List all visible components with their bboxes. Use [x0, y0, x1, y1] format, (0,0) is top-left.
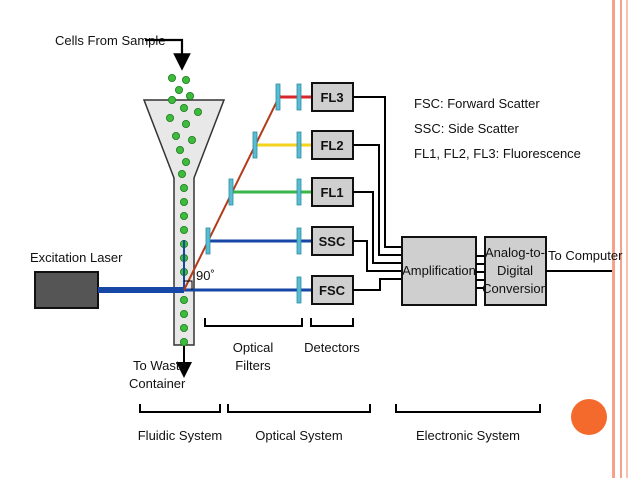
system-brackets — [139, 404, 541, 413]
to-waste-label-1: To Waste — [133, 358, 187, 373]
funnel — [142, 99, 226, 346]
amp-to-adc-wires — [476, 255, 485, 289]
legend-fl: FL1, FL2, FL3: Fluorescence — [414, 146, 581, 161]
detector-fl3: FL3 — [311, 82, 354, 112]
cells-from-sample-label: Cells From Sample — [55, 33, 166, 48]
legend-fsc: FSC: Forward Scatter — [414, 96, 540, 111]
to-waste-label-2: Container — [129, 376, 186, 391]
detector-ssc: SSC — [311, 226, 354, 256]
detectors-label: Detectors — [304, 340, 360, 355]
detector-fsc: FSC — [311, 275, 354, 305]
legend: FSC: Forward Scatter SSC: Side Scatter F… — [414, 96, 581, 161]
amplification-label: Amplification — [402, 263, 476, 278]
slide-border — [612, 0, 628, 478]
dichroic-mirrors — [205, 83, 281, 255]
adc-box: Analog-to- Digital Conversion — [482, 236, 548, 306]
detector-fl2: FL2 — [311, 130, 354, 160]
optical-filters-label-1: Optical — [233, 340, 274, 355]
right-angle-mark — [184, 280, 193, 290]
optical-system-label: Optical System — [255, 428, 342, 443]
detector-ssc-label: SSC — [319, 234, 346, 249]
angle-label: 90˚ — [196, 268, 215, 283]
optical-filters-label-2: Filters — [235, 358, 271, 373]
detector-fl3-label: FL3 — [320, 90, 343, 105]
excitation-laser-label: Excitation Laser — [30, 250, 123, 265]
electronic-system-label: Electronic System — [416, 428, 520, 443]
detector-fsc-label: FSC — [319, 283, 346, 298]
cells-in-stream — [179, 183, 188, 346]
to-computer-label: To Computer — [548, 248, 623, 263]
fluidic-system-label: Fluidic System — [138, 428, 223, 443]
adc-label-1: Analog-to- — [485, 245, 545, 260]
cells-in-funnel — [165, 74, 202, 178]
optical-filters — [296, 83, 302, 304]
amplification-box: Amplification — [401, 236, 477, 306]
signal-wires — [353, 96, 402, 291]
adc-label-3: Conversion — [482, 281, 548, 296]
detector-fl2-label: FL2 — [320, 138, 343, 153]
decorative-orange-dot — [571, 399, 607, 435]
laser-box — [34, 271, 99, 309]
sample-arrow — [145, 38, 191, 71]
sub-brackets — [204, 318, 354, 327]
detectors: FL3 FL2 FL1 SSC FSC — [311, 82, 354, 305]
flow-cell — [142, 74, 226, 346]
detector-fl1: FL1 — [311, 177, 354, 207]
adc-label-2: Digital — [497, 263, 533, 278]
legend-ssc: SSC: Side Scatter — [414, 121, 519, 136]
detector-fl1-label: FL1 — [320, 185, 343, 200]
